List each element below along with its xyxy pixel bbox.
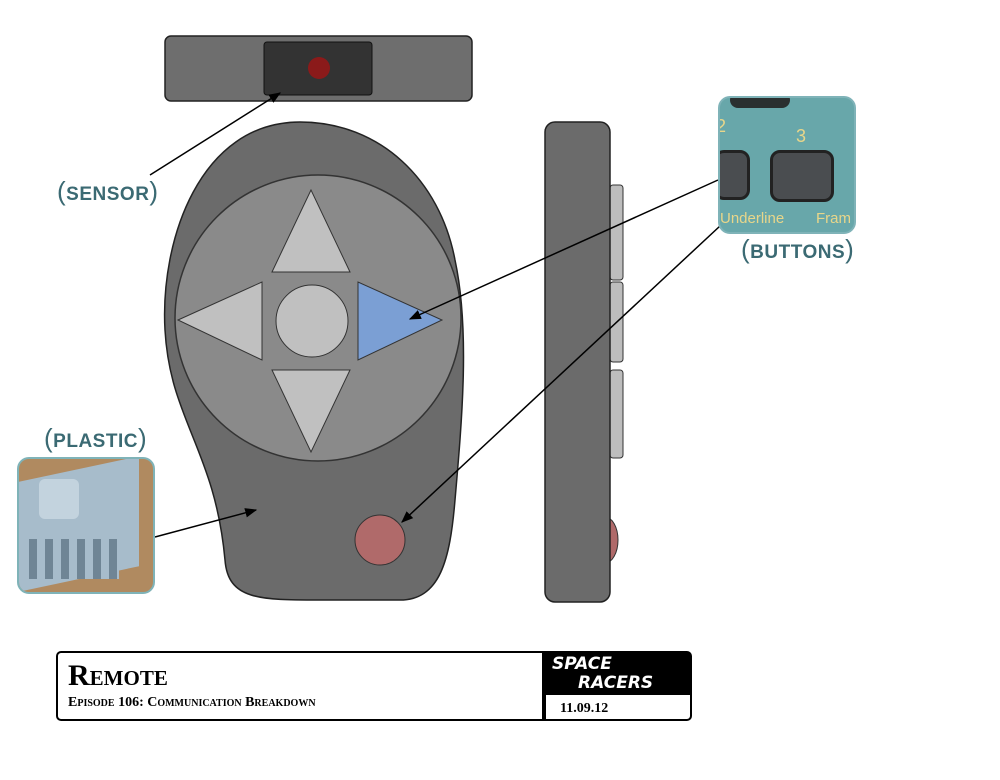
- dpad-center: [275, 284, 349, 358]
- episode-subtitle: Episode 106: Communication Breakdown: [68, 695, 316, 710]
- callout-arrows: [149, 92, 721, 538]
- dpad-left: [176, 281, 263, 361]
- date: 11.09.12: [544, 693, 690, 719]
- dpad-up: [271, 188, 351, 273]
- remote-front-view: [163, 121, 465, 601]
- plastic-reference-photo: [17, 457, 155, 594]
- page-title: Remote: [68, 659, 168, 692]
- photo-number: 2: [720, 116, 726, 137]
- title-block: Remote Episode 106: Communication Breakd…: [56, 651, 692, 721]
- space-racers-logo: SPACE RACERS: [544, 653, 690, 693]
- photo-caption: Fram: [816, 210, 851, 227]
- sensor-led: [308, 57, 330, 79]
- photo-caption: Underline: [720, 210, 785, 227]
- plastic-label: (PLASTIC): [44, 423, 148, 453]
- buttons-reference-photo: 2 3 Underline Fram: [718, 96, 856, 234]
- remote-side-view: [544, 121, 624, 603]
- sensor-top-view: [164, 35, 473, 102]
- dpad-down: [271, 369, 351, 454]
- dpad-right: [357, 281, 444, 361]
- sensor-label: (SENSOR): [57, 176, 159, 206]
- buttons-label: (BUTTONS): [741, 234, 855, 264]
- photo-number: 3: [796, 126, 807, 146]
- red-button: [354, 514, 406, 566]
